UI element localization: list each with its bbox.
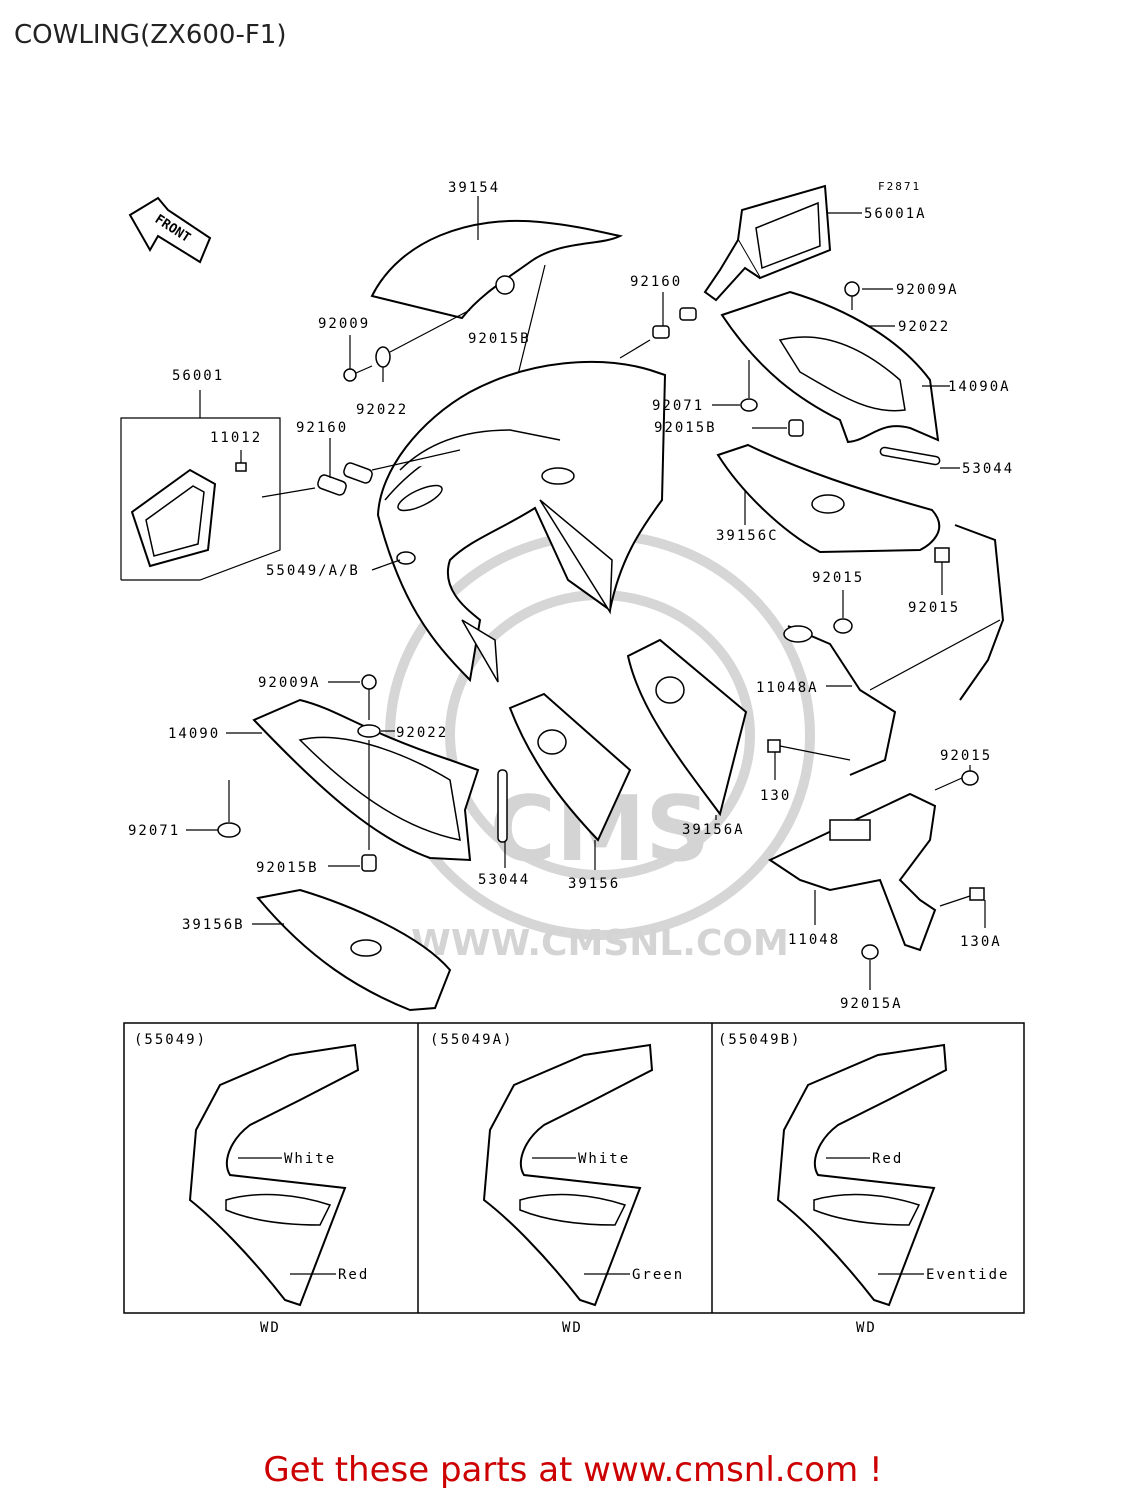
rod-53044-top [879,446,960,469]
label-39156B: 39156B [182,917,245,933]
label-130: 130 [760,788,791,804]
label-92071-top: 92071 [652,398,704,414]
variant-note: WD [856,1320,877,1336]
label-53044-low: 53044 [478,872,530,888]
rod-53044-low [497,769,508,868]
variant-color-upper: White [578,1151,630,1167]
label-92015-a: 92015 [812,570,864,586]
pad-39156C [716,443,941,554]
page-title: COWLING(ZX600-F1) [14,20,287,50]
inner-panel-14090A [720,290,950,444]
grommet-92071-low [186,780,241,838]
screw-92009A-low [328,674,395,872]
variant-panel-2: (55049A) White Green WD [430,1032,684,1336]
label-11012: 11012 [210,430,262,446]
label-39156C: 39156C [716,528,779,544]
label-92071-low: 92071 [128,823,180,839]
variant-note: WD [260,1320,281,1336]
variant-code: (55049B) [718,1032,801,1048]
label-92009A-low: 92009A [258,675,321,691]
label-11048A: 11048A [756,680,819,696]
label-92009: 92009 [318,316,370,332]
bracket-11048 [767,765,986,990]
pad-39156B [252,888,452,1012]
variant-panel-3: (55049B) Red Eventide WD [718,1032,1009,1336]
variant-color-lower: Red [338,1267,369,1283]
label-39156: 39156 [568,876,620,892]
mirror-left-group [120,390,316,581]
label-14090A: 14090A [948,379,1011,395]
pad-39156 [508,692,632,870]
variant-note: WD [562,1320,583,1336]
grommet-92071-top [712,360,804,437]
upper-cowl-part [376,360,667,683]
variant-color-lower: Green [632,1267,684,1283]
screw-92009 [343,309,471,382]
mirror-right-part [703,184,862,302]
bolt-130 [767,739,851,780]
variant-table: (55049) White Red WD (55049A) White Gree… [123,1022,1025,1336]
figure-code: F2871 [878,180,921,193]
plate-92160-top [619,292,697,359]
label-92160-top: 92160 [630,274,682,290]
variant-color-upper: White [284,1151,336,1167]
label-56001: 56001 [172,368,224,384]
label-39154: 39154 [448,180,500,196]
label-55049AB: 55049/A/B [266,563,360,579]
label-92015A: 92015A [840,996,903,1012]
plate-92160-left [317,438,461,496]
label-92022-mid: 92022 [356,402,408,418]
label-92022-top: 92022 [898,319,950,335]
label-53044-top: 53044 [962,461,1014,477]
label-92015B-top: 92015B [468,331,531,347]
label-39156A: 39156A [682,822,745,838]
front-arrow-icon: FRONT [128,196,212,264]
inner-panel-14090 [226,698,480,862]
label-92022-low: 92022 [396,725,448,741]
label-130A: 130A [960,934,1002,950]
label-56001A: 56001A [864,206,927,222]
label-92015-c: 92015 [940,748,992,764]
label-92015B-right: 92015B [654,420,717,436]
label-92015B-low: 92015B [256,860,319,876]
variant-color-lower: Eventide [926,1267,1009,1283]
watermark-url: WWW.CMSNL.COM [411,923,789,964]
label-92015-b: 92015 [908,600,960,616]
variant-code: (55049) [134,1032,207,1048]
label-92160-left: 92160 [296,420,348,436]
variant-panel-1: (55049) White Red WD [134,1032,369,1336]
grommet-55049 [371,551,416,571]
label-11048: 11048 [788,932,840,948]
label-14090: 14090 [168,726,220,742]
label-92009A-top: 92009A [896,282,959,298]
footer-link[interactable]: Get these parts at www.cmsnl.com ! [263,1450,883,1490]
variant-code: (55049A) [430,1032,513,1048]
bracket-11048A [783,524,1005,776]
pad-39156A [626,638,748,820]
variant-color-upper: Red [872,1151,903,1167]
